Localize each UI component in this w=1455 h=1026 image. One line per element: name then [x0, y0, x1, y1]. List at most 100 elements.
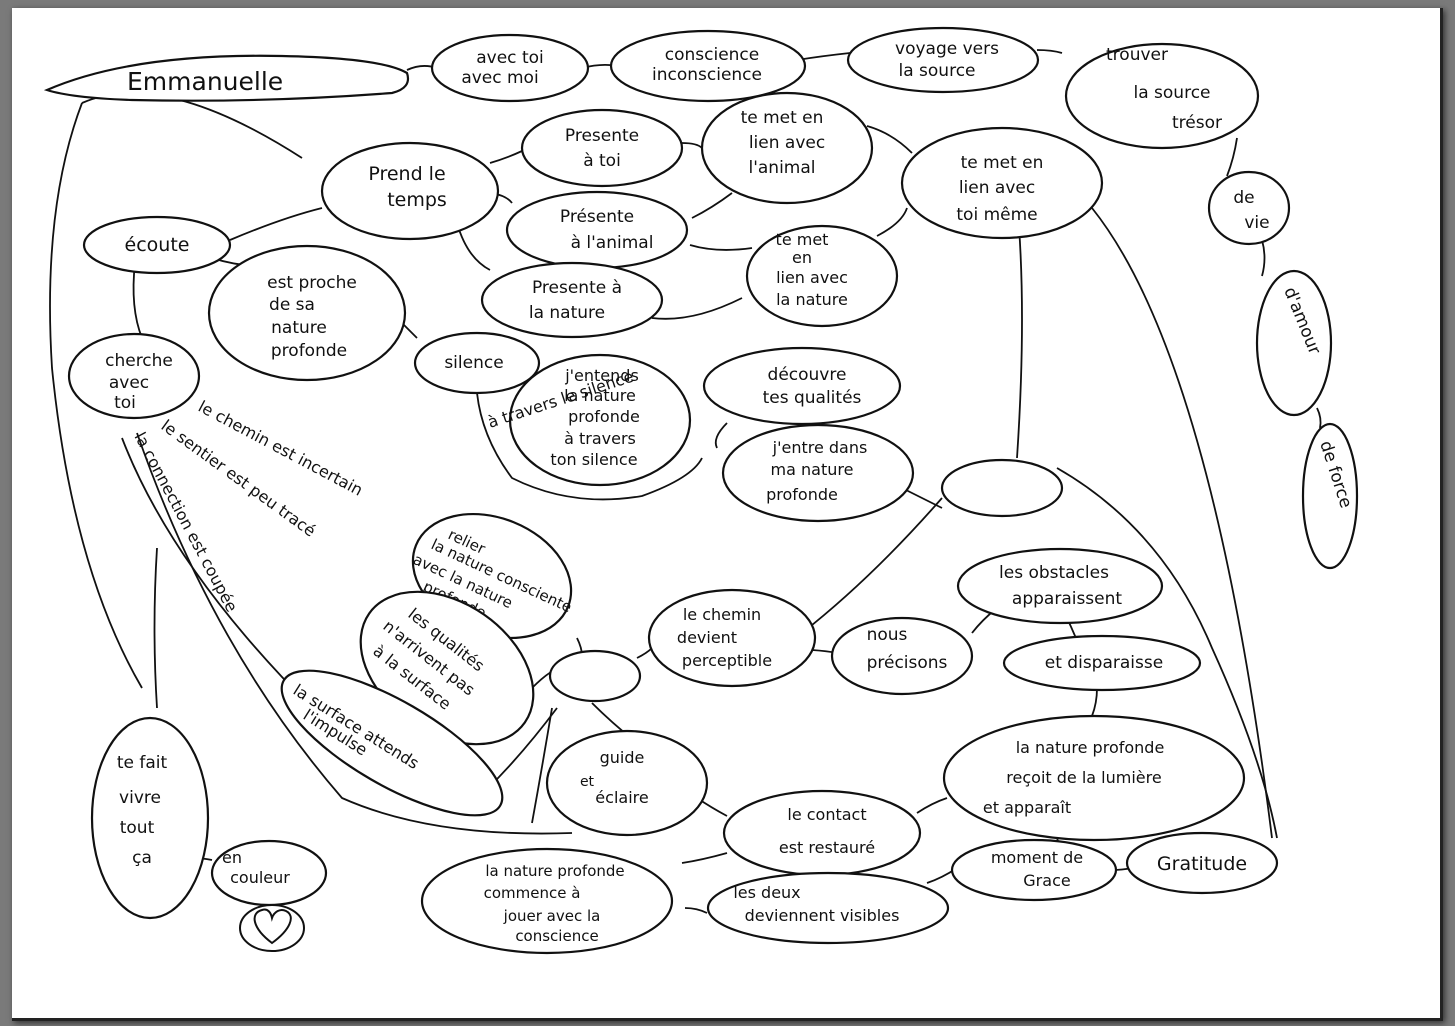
node-pres-nature-line1: Presente à [532, 278, 622, 298]
node-obstacles-line2: apparaissent [1012, 589, 1122, 609]
node-te-met-nature-line2: en [792, 248, 812, 267]
node-decouvre-line2: tes qualités [763, 388, 862, 408]
node-moment-grace[interactable]: moment de Grace [950, 838, 1118, 902]
node-blank-right[interactable] [940, 458, 1064, 518]
node-avec-toi-line2: avec moi [461, 68, 538, 88]
node-voyage[interactable]: voyage vers la source [846, 26, 1040, 94]
node-voyage-line1: voyage vers [895, 39, 999, 59]
node-presente-animal[interactable]: Présente à l'animal [505, 190, 689, 270]
node-cherche-line2: avec [109, 373, 149, 393]
node-fait-vivre-line4: ça [132, 848, 152, 868]
edge-label-chemin-incertain: le chemin est incertain [195, 397, 366, 500]
title-node[interactable]: Emmanuelle [43, 54, 410, 102]
node-te-met-nature-line3: lien avec [776, 268, 848, 287]
node-ecoute[interactable]: écoute [82, 215, 232, 275]
node-lumiere-line1: la nature profonde [1016, 738, 1165, 757]
node-blank-center[interactable] [548, 649, 642, 703]
node-presente-toi-line2: à toi [583, 151, 621, 171]
node-est-proche[interactable]: est proche de sa nature profonde [207, 244, 407, 382]
node-contact[interactable]: le contact est restauré [722, 789, 922, 877]
node-en-couleur-line1: en [222, 848, 242, 867]
mind-map-sheet: Emmanuelle avec toi avec moi conscience … [12, 8, 1443, 1021]
node-gratitude[interactable]: Gratitude [1125, 831, 1279, 895]
node-pres-nature-line2: la nature [529, 303, 605, 323]
node-silence-text: silence [444, 353, 503, 373]
node-deux-line1: les deux [733, 883, 800, 902]
node-obstacles[interactable]: les obstacles apparaissent [956, 547, 1164, 625]
node-de-vie[interactable]: de vie [1207, 170, 1291, 246]
heart-icon [239, 904, 305, 952]
node-jentends[interactable]: j'entends la nature profonde à travers t… [508, 353, 692, 487]
node-obstacles-line1: les obstacles [999, 563, 1109, 583]
node-commence[interactable]: la nature profonde commence à jouer avec… [420, 847, 674, 955]
title-text: Emmanuelle [127, 67, 283, 96]
node-chemin-line1: le chemin [683, 605, 761, 624]
node-damour[interactable]: d'amour [1255, 269, 1333, 417]
node-te-met-nature[interactable]: te met en lien avec la nature [745, 224, 899, 328]
mind-map: Emmanuelle avec toi avec moi conscience … [43, 26, 1359, 955]
node-moment-line1: moment de [991, 848, 1083, 867]
node-jentends-line5: ton silence [550, 450, 637, 469]
node-guide[interactable]: guide et éclaire [545, 729, 709, 837]
node-te-met-nature-line4: la nature [776, 290, 848, 309]
node-presente-nature[interactable]: Presente à la nature [480, 261, 664, 339]
node-toi-meme-line1: te met en [961, 153, 1044, 173]
node-en-couleur-line2: couleur [230, 868, 290, 887]
node-jentre[interactable]: j'entre dans ma nature profonde [721, 423, 915, 523]
node-est-proche-line4: profonde [271, 341, 347, 361]
node-pres-animal-line2: à l'animal [571, 233, 654, 253]
node-disparaisse-text: et disparaisse [1045, 653, 1163, 673]
node-jentends-line1: j'entends [564, 366, 639, 385]
node-contact-line2: est restauré [779, 838, 875, 857]
node-conscience[interactable]: conscience inconscience [609, 29, 807, 103]
node-silence[interactable]: silence [413, 331, 541, 395]
node-te-met-animal[interactable]: te met en lien avec l'animal [700, 91, 874, 205]
node-nous-line1: nous [867, 625, 908, 645]
node-guide-line3: éclaire [595, 788, 648, 807]
node-avec-toi[interactable]: avec toi avec moi [430, 33, 590, 103]
node-disparaisse[interactable]: et disparaisse [1002, 634, 1202, 692]
node-animal-line1: te met en [741, 108, 824, 128]
node-lumiere[interactable]: la nature profonde reçoit de la lumière … [942, 714, 1246, 842]
node-fait-vivre[interactable]: te fait vivre tout ça [90, 716, 210, 920]
node-nous-line2: précisons [867, 653, 948, 673]
node-conscience-line1: conscience [665, 45, 760, 65]
node-chemin-line2: devient [677, 628, 737, 647]
node-est-proche-line1: est proche [267, 273, 357, 293]
node-trouver-line2: la source [1134, 83, 1211, 103]
node-te-met-toi-meme[interactable]: te met en lien avec toi même [900, 126, 1104, 240]
node-guide-line2: et [580, 774, 595, 790]
node-en-couleur[interactable]: en couleur [210, 839, 328, 907]
node-gratitude-text: Gratitude [1157, 853, 1247, 875]
node-ecoute-text: écoute [125, 234, 190, 256]
node-moment-line2: Grace [1023, 871, 1070, 890]
node-nous-precisons[interactable]: nous précisons [830, 616, 974, 696]
node-chemin-perceptible[interactable]: le chemin devient perceptible [647, 588, 817, 688]
node-jentends-line4: à travers [564, 429, 636, 448]
node-animal-line3: l'animal [748, 158, 815, 178]
node-decouvre-line1: découvre [768, 365, 847, 385]
node-fait-vivre-line1: te fait [117, 753, 168, 773]
node-lumiere-line2: reçoit de la lumière [1006, 768, 1161, 787]
node-trouver[interactable]: trouver la source trésor [1064, 42, 1260, 150]
node-contact-line1: le contact [787, 805, 866, 824]
node-guide-line1: guide [600, 748, 645, 767]
node-jentends-line3: profonde [568, 407, 640, 426]
node-presente-toi-line1: Presente [565, 126, 639, 146]
node-de-vie-line1: de [1233, 188, 1254, 208]
node-est-proche-line2: de sa [269, 295, 315, 315]
node-deux-visibles[interactable]: les deux deviennent visibles [706, 871, 950, 945]
node-te-met-nature-line1: te met [776, 230, 829, 249]
node-prend-line1: Prend le [368, 163, 445, 185]
node-decouvre[interactable]: découvre tes qualités [702, 346, 902, 426]
node-jentends-line2: la nature [564, 386, 636, 405]
node-lumiere-line3: et apparaît [983, 798, 1071, 817]
node-trouver-line1: trouver [1106, 45, 1168, 65]
node-de-force[interactable]: de force [1301, 422, 1359, 570]
node-prend-le-temps[interactable]: Prend le temps [320, 141, 500, 241]
node-cherche-line3: toi [114, 393, 136, 413]
node-commence-line3: jouer avec la [503, 907, 601, 925]
node-presente-a-toi[interactable]: Presente à toi [520, 108, 684, 188]
node-fait-vivre-line2: vivre [119, 788, 161, 808]
node-cherche[interactable]: cherche avec toi [67, 332, 201, 420]
